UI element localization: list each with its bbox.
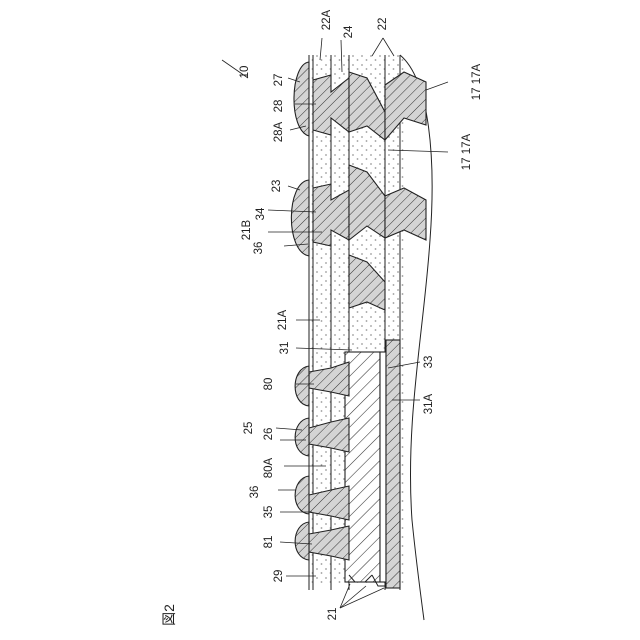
label-26: 26 [263,428,275,441]
label-29: 29 [273,570,285,583]
label-23: 23 [271,180,283,193]
label-21A: 21A [277,309,289,330]
label-17-17A-top: 17 17A [471,63,483,100]
label-22: 22 [377,18,389,31]
via-34 [313,184,349,246]
via-17-top [385,72,426,140]
label-21B: 21B [241,219,253,240]
bump-25 [295,418,309,456]
label-81: 81 [263,536,275,549]
chip-body-80 [345,352,380,582]
label-27: 27 [273,74,285,87]
label-80A: 80A [263,457,275,478]
label-36-top: 36 [253,242,265,255]
figure-label: 図2 [161,604,177,626]
label-34: 34 [255,207,267,220]
label-28: 28 [273,100,285,113]
via-17-mid [385,188,426,240]
label-25: 25 [243,422,255,435]
bump-80 [295,366,309,406]
label-10: 10 [239,66,251,79]
bump-27 [294,62,309,136]
label-21: 21 [327,608,339,621]
label-17-17A-mid: 17 17A [461,133,473,170]
label-31: 31 [279,342,291,355]
label-36-bottom: 36 [249,486,261,499]
label-24: 24 [343,25,355,38]
label-80: 80 [263,378,275,391]
bump-36 [295,476,309,514]
embedded-chip [345,340,400,588]
chip-adhesive-33 [380,352,386,582]
chip-carrier-31 [386,340,400,588]
solder-bumps [291,62,309,560]
label-31A: 31A [423,393,435,414]
label-22A: 22A [321,9,333,30]
label-28A: 28A [273,121,285,142]
bump-81 [295,522,309,560]
via-28 [313,75,349,135]
label-33: 33 [423,356,435,369]
label-35: 35 [263,506,275,519]
